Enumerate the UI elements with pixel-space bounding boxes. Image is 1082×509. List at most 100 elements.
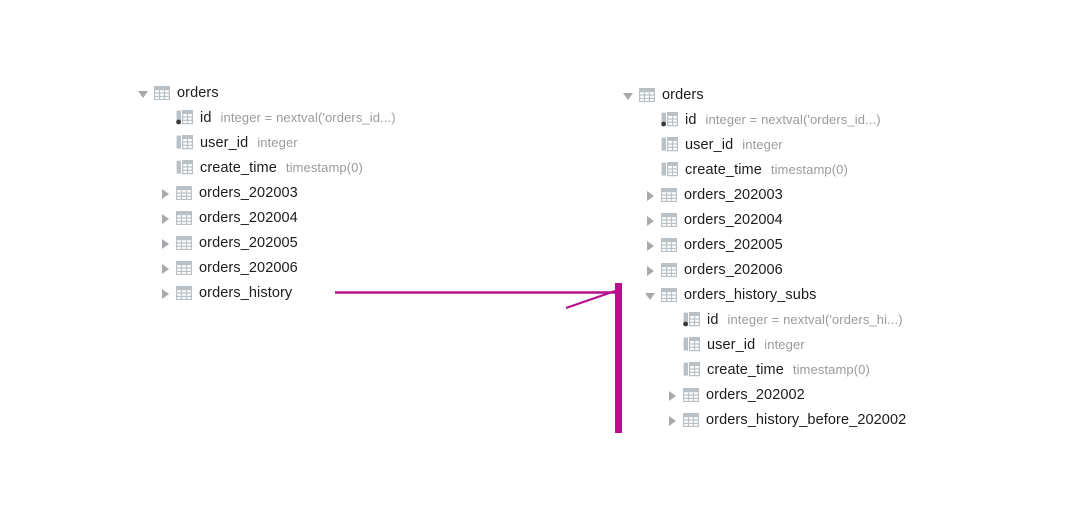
twisty-spacer xyxy=(664,337,680,353)
tree-row[interactable]: id integer = nextval('orders_hi...) xyxy=(620,307,906,332)
chevron-right-icon[interactable] xyxy=(642,237,658,253)
tree-row[interactable]: user_id integer xyxy=(620,332,906,357)
table-icon xyxy=(683,387,699,403)
chevron-right-icon[interactable] xyxy=(642,262,658,278)
chevron-right-icon[interactable] xyxy=(157,210,173,226)
twisty-spacer xyxy=(664,362,680,378)
tree-row-type: integer = nextval('orders_hi...) xyxy=(727,312,903,327)
table-icon xyxy=(154,85,170,101)
table-icon xyxy=(661,212,677,228)
tree-row[interactable]: orders_202005 xyxy=(135,230,396,255)
tree-row-label: orders_202005 xyxy=(199,234,298,251)
tree-row-label: user_id xyxy=(685,136,734,153)
chevron-right-icon[interactable] xyxy=(642,212,658,228)
tree-row-label: create_time xyxy=(707,361,784,378)
column-icon xyxy=(683,337,700,353)
tree-row[interactable]: id integer = nextval('orders_id...) xyxy=(135,105,396,130)
chevron-down-icon[interactable] xyxy=(642,287,658,303)
tree-row[interactable]: create_time timestamp(0) xyxy=(620,157,906,182)
tree-row[interactable]: orders xyxy=(135,80,396,105)
tree-row[interactable]: orders_202002 xyxy=(620,382,906,407)
tree-row[interactable]: orders_202005 xyxy=(620,232,906,257)
tree-row-label: orders xyxy=(177,84,219,101)
table-icon xyxy=(661,237,677,253)
table-icon xyxy=(661,262,677,278)
chevron-right-icon[interactable] xyxy=(664,387,680,403)
tree-row-label: orders_history_before_202002 xyxy=(706,411,907,428)
table-icon xyxy=(639,87,655,103)
tree-row[interactable]: orders xyxy=(620,82,906,107)
tree-row-label: orders_history_subs xyxy=(684,286,817,303)
tree-row[interactable]: orders_202003 xyxy=(135,180,396,205)
tree-row-label: orders_202002 xyxy=(706,386,805,403)
tree-row[interactable]: orders_202003 xyxy=(620,182,906,207)
tree-row-type: integer xyxy=(257,135,298,150)
connector-arrowhead-line xyxy=(565,288,619,310)
tree-row-label: id xyxy=(707,311,719,328)
tree-row-type: timestamp(0) xyxy=(285,160,363,175)
chevron-right-icon[interactable] xyxy=(157,260,173,276)
chevron-right-icon[interactable] xyxy=(157,235,173,251)
tree-row-label: orders_202006 xyxy=(684,261,783,278)
table-icon xyxy=(683,412,699,428)
tree-row[interactable]: orders_history_subs xyxy=(620,282,906,307)
twisty-spacer xyxy=(642,112,658,128)
tree-row[interactable]: orders_202006 xyxy=(620,257,906,282)
tree-row-label: id xyxy=(200,109,212,126)
table-icon xyxy=(176,260,192,276)
tree-row-type: integer xyxy=(764,337,805,352)
tree-row-label: orders_202004 xyxy=(199,209,298,226)
chevron-right-icon[interactable] xyxy=(642,187,658,203)
tree-row[interactable]: create_time timestamp(0) xyxy=(620,357,906,382)
tree-row-label: orders_202006 xyxy=(199,259,298,276)
tree-row[interactable]: orders_history xyxy=(135,280,396,305)
tree-row-label: orders_202003 xyxy=(684,186,783,203)
tree-row-label: user_id xyxy=(200,134,249,151)
tree-row[interactable]: user_id integer xyxy=(620,132,906,157)
tree-row-type: timestamp(0) xyxy=(770,162,848,177)
table-icon xyxy=(176,210,192,226)
twisty-spacer xyxy=(157,110,173,126)
tree-row-label: orders_202005 xyxy=(684,236,783,253)
column-key-icon xyxy=(176,110,193,126)
twisty-spacer xyxy=(642,137,658,153)
table-icon xyxy=(661,287,677,303)
table-icon xyxy=(176,235,192,251)
column-key-icon xyxy=(683,312,700,328)
tree-row-type: integer xyxy=(742,137,783,152)
tree-row[interactable]: orders_history_before_202002 xyxy=(620,407,906,432)
column-icon xyxy=(661,137,678,153)
tree-row-type: timestamp(0) xyxy=(792,362,870,377)
tree-row-type: integer = nextval('orders_id...) xyxy=(705,112,881,127)
tree-row[interactable]: orders_202006 xyxy=(135,255,396,280)
orders-tree-left: orders id integer = nextval('orders_id...)… xyxy=(135,80,396,305)
chevron-right-icon[interactable] xyxy=(157,285,173,301)
tree-row[interactable]: orders_202004 xyxy=(135,205,396,230)
tree-row-label: orders_history xyxy=(199,284,293,301)
tree-row-label: orders xyxy=(662,86,704,103)
tree-row[interactable]: user_id integer xyxy=(135,130,396,155)
tree-row[interactable]: orders_202004 xyxy=(620,207,906,232)
table-icon xyxy=(176,185,192,201)
column-key-icon xyxy=(661,112,678,128)
tree-row[interactable]: id integer = nextval('orders_id...) xyxy=(620,107,906,132)
tree-row-label: user_id xyxy=(707,336,756,353)
tree-row-label: id xyxy=(685,111,697,128)
column-icon xyxy=(661,162,678,178)
column-icon xyxy=(176,135,193,151)
chevron-right-icon[interactable] xyxy=(664,412,680,428)
chevron-down-icon[interactable] xyxy=(620,87,636,103)
table-icon xyxy=(661,187,677,203)
twisty-spacer xyxy=(157,135,173,151)
chevron-right-icon[interactable] xyxy=(157,185,173,201)
chevron-down-icon[interactable] xyxy=(135,85,151,101)
tree-row-type: integer = nextval('orders_id...) xyxy=(220,110,396,125)
tree-row-label: orders_202003 xyxy=(199,184,298,201)
tree-row-label: create_time xyxy=(685,161,762,178)
column-icon xyxy=(683,362,700,378)
column-icon xyxy=(176,160,193,176)
twisty-spacer xyxy=(642,162,658,178)
twisty-spacer xyxy=(664,312,680,328)
